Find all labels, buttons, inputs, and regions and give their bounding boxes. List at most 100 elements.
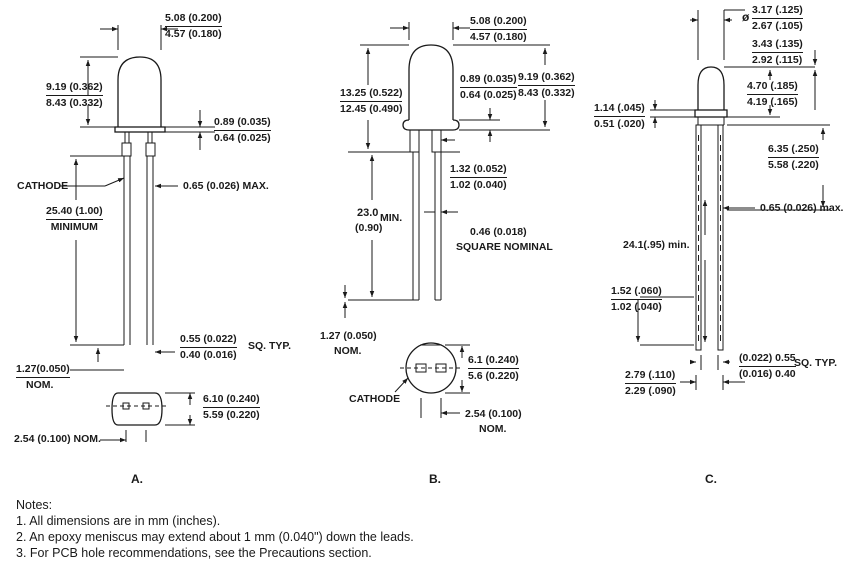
b-flange-max: 0.89 (0.035)	[460, 73, 517, 88]
c-flange-dim: 1.14 (.045) 0.51 (.020)	[594, 102, 645, 131]
c-dia-max: 3.17 (.125)	[752, 4, 803, 19]
b-total-height-max: 13.25 (0.522)	[340, 87, 403, 102]
a-head-width-dim: 5.08 (0.200) 4.57 (0.180)	[165, 12, 222, 41]
c-pitch-dim: 2.79 (.110) 2.29 (.090)	[625, 369, 676, 398]
b-lead-sq-value: 0.46 (0.018)	[470, 226, 527, 238]
c-standoff-max: 1.52 (.060)	[611, 285, 662, 300]
c-dia-symbol: ø	[742, 10, 750, 24]
note-item: 3. For PCB hole recommendations, see the…	[16, 546, 372, 560]
note-item: 2. An epoxy meniscus may extend about 1 …	[16, 530, 414, 544]
a-meniscus-label: 0.65 (0.026) MAX.	[183, 180, 269, 192]
b-flange-min: 0.64 (0.025)	[460, 89, 517, 101]
a-lead-length-value: 25.40 (1.00)	[46, 205, 103, 220]
c-dia-min: 2.67 (.105)	[752, 20, 803, 32]
b-flange-dim: 0.89 (0.035) 0.64 (0.025)	[460, 73, 517, 102]
a-flange-min: 0.64 (0.025)	[214, 132, 271, 144]
b-base-dia-dim: 6.1 (0.240) 5.6 (0.220)	[468, 354, 519, 383]
c-body-dim: 4.70 (.185) 4.19 (.165)	[747, 80, 798, 109]
c-total-dim: 6.35 (.250) 5.58 (.220)	[768, 143, 819, 172]
c-flange-max: 1.14 (.045)	[594, 102, 645, 117]
led-b-base	[400, 342, 462, 394]
view-b-drawing	[342, 22, 550, 418]
a-lead-length-dim: 25.40 (1.00) MINIMUM	[46, 205, 103, 234]
led-a-flange	[114, 126, 166, 133]
led-c-leads	[695, 117, 725, 351]
c-lead-min-label: 24.1(.95) min.	[623, 239, 690, 251]
led-a-base	[106, 392, 168, 426]
b-lead-min-word: MIN.	[380, 212, 403, 224]
led-a-leads	[121, 132, 156, 345]
c-body-max: 4.70 (.185)	[747, 80, 798, 95]
view-a-drawing	[60, 25, 215, 443]
c-pitch-min: 2.29 (.090)	[625, 385, 676, 397]
b-spacing-value: 1.27 (0.050)	[320, 330, 377, 342]
led-b-flange	[402, 119, 460, 131]
a-head-height-max: 9.19 (0.362)	[46, 81, 103, 96]
c-pitch-max: 2.79 (.110)	[625, 369, 676, 384]
b-base-dia-min: 5.6 (0.220)	[468, 370, 519, 382]
b-head-height-min: 8.43 (0.332)	[518, 87, 575, 99]
led-b-leads	[409, 129, 442, 301]
c-sq-typ-label: SQ. TYP.	[794, 357, 837, 369]
c-standoff-min: 1.02 (.040)	[611, 301, 662, 313]
c-lead-sq-min: (0.016) 0.40	[739, 368, 796, 380]
b-standoff-dim: 1.32 (0.052) 1.02 (0.040)	[450, 163, 507, 192]
c-total-min: 5.58 (.220)	[768, 159, 819, 171]
b-head-height-max: 9.19 (0.362)	[518, 71, 575, 86]
c-dia-dim: 3.17 (.125) 2.67 (.105)	[752, 4, 803, 33]
view-c-label: C.	[705, 472, 717, 486]
notes-section: Notes: 1. All dimensions are in mm (inch…	[16, 497, 414, 561]
a-lead-length-note: MINIMUM	[50, 221, 98, 233]
c-flange-min: 0.51 (.020)	[594, 118, 645, 130]
b-cathode-label: CATHODE	[349, 393, 401, 405]
c-head-height-max: 3.43 (.135)	[752, 38, 803, 53]
c-head-height-dim: 3.43 (.135) 2.92 (.115)	[752, 38, 803, 67]
a-spacing-value: 1.27(0.050)	[16, 363, 70, 378]
b-pitch-note: NOM.	[479, 423, 507, 435]
led-a-lens	[117, 56, 162, 127]
a-head-height-min: 8.43 (0.332)	[46, 97, 103, 109]
c-standoff-dim: 1.52 (.060) 1.02 (.040)	[611, 285, 662, 314]
b-head-width-dim: 5.08 (0.200) 4.57 (0.180)	[470, 15, 527, 44]
c-meniscus-label: 0.65 (0.026) max.	[760, 202, 844, 214]
b-lead-min-inch: (0.90)	[355, 222, 383, 234]
a-head-width-min: 4.57 (0.180)	[165, 28, 222, 40]
c-body-min: 4.19 (.165)	[747, 96, 798, 108]
a-cathode-label: CATHODE	[17, 180, 69, 192]
note-item: 1. All dimensions are in mm (inches).	[16, 514, 221, 528]
a-base-dia-max: 6.10 (0.240)	[203, 393, 260, 408]
b-standoff-max: 1.32 (0.052)	[450, 163, 507, 178]
a-pitch-label: 2.54 (0.100) NOM.	[14, 433, 101, 445]
b-total-height-min: 12.45 (0.490)	[340, 103, 403, 115]
a-head-height-dim: 9.19 (0.362) 8.43 (0.332)	[46, 81, 103, 110]
a-flange-max: 0.89 (0.035)	[214, 116, 271, 131]
b-head-width-min: 4.57 (0.180)	[470, 31, 527, 43]
c-lead-sq-dim: (0.022) 0.55 (0.016) 0.40	[739, 352, 796, 381]
b-spacing-dim: 1.27 (0.050) NOM.	[320, 330, 377, 358]
a-sq-typ-label: SQ. TYP.	[248, 340, 291, 352]
b-lead-min-value: 23.0	[357, 207, 379, 219]
a-lead-sq-min: 0.40 (0.016)	[180, 349, 237, 361]
a-spacing-note: NOM.	[26, 379, 54, 391]
view-a-label: A.	[131, 472, 143, 486]
b-base-dia-max: 6.1 (0.240)	[468, 354, 519, 369]
a-lead-sq-max: 0.55 (0.022)	[180, 333, 237, 348]
b-standoff-min: 1.02 (0.040)	[450, 179, 507, 191]
c-lead-sq-max: (0.022) 0.55	[739, 352, 796, 367]
b-pitch-value: 2.54 (0.100)	[465, 408, 522, 420]
b-spacing-note: NOM.	[334, 345, 362, 357]
view-b-label: B.	[429, 472, 441, 486]
b-lead-sq-text: SQUARE NOMINAL	[456, 241, 553, 253]
a-base-dia-min: 5.59 (0.220)	[203, 409, 260, 421]
c-total-max: 6.35 (.250)	[768, 143, 819, 158]
a-head-width-max: 5.08 (0.200)	[165, 12, 222, 27]
b-head-width-max: 5.08 (0.200)	[470, 15, 527, 30]
led-b-lens	[408, 44, 454, 120]
led-c-lens	[697, 66, 725, 110]
led-c-flange	[694, 109, 728, 118]
b-head-height-dim: 9.19 (0.362) 8.43 (0.332)	[518, 71, 575, 100]
c-head-height-min: 2.92 (.115)	[752, 54, 803, 66]
a-flange-dim: 0.89 (0.035) 0.64 (0.025)	[214, 116, 271, 145]
b-pitch-dim: 2.54 (0.100) NOM.	[465, 408, 522, 436]
